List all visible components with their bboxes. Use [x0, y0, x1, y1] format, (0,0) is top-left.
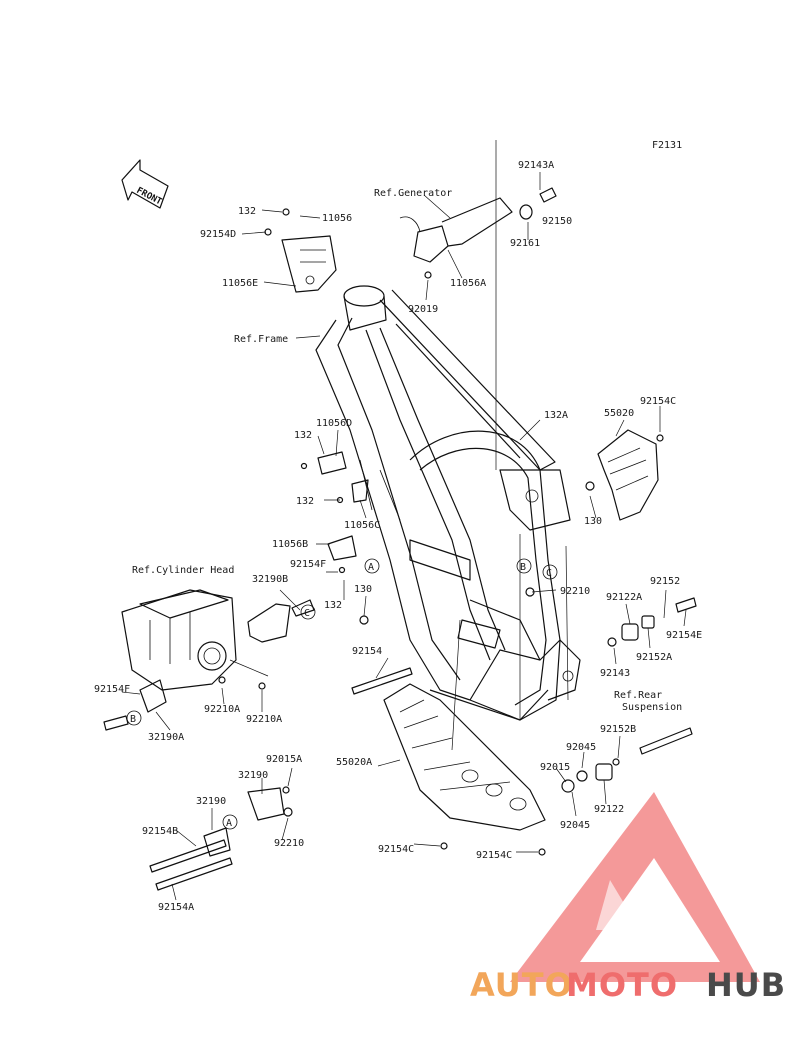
part-label: 92045: [560, 820, 590, 831]
part-label: 92152: [650, 576, 680, 587]
watermark-auto: AUTO: [470, 966, 573, 1004]
part-label: 92154C: [640, 396, 676, 407]
ref-rear-suspension-2: Suspension: [622, 702, 682, 713]
part-label: 92154E: [666, 630, 702, 641]
ref-generator: Ref.Generator: [374, 188, 452, 199]
part-label: 132A: [544, 410, 568, 421]
part-label: 92152A: [636, 652, 672, 663]
part-label: 92015: [540, 762, 570, 773]
part-label: 92122: [594, 804, 624, 815]
part-label: 32190: [238, 770, 268, 781]
part-label: 92154A: [158, 902, 194, 913]
callout-a-1: A: [368, 562, 374, 573]
part-label: 130: [354, 584, 372, 595]
frame-body: [315, 285, 581, 721]
part-label: 92154: [352, 646, 382, 657]
ref-cylinder-head: Ref.Cylinder Head: [132, 565, 234, 576]
part-label: 92143: [600, 668, 630, 679]
engine-mount-32190A: [103, 679, 167, 731]
callout-a-2: A: [226, 818, 232, 829]
automotohub-watermark: AUTO MOTO HUB: [470, 792, 786, 1004]
part-label: 92122A: [606, 592, 642, 603]
part-label: 92045: [566, 742, 596, 753]
ref-frame: Ref.Frame: [234, 334, 288, 345]
generator-bracket-11056A: [399, 187, 557, 279]
part-label: 32190: [196, 796, 226, 807]
figure-code: F2131: [652, 140, 682, 151]
part-label: 55020A: [336, 757, 372, 768]
part-label: 11056A: [450, 278, 486, 289]
part-label: 92210: [560, 586, 590, 597]
watermark-moto: MOTO: [566, 966, 678, 1004]
callout-b-1: B: [520, 562, 526, 573]
part-label: 92143A: [518, 160, 554, 171]
part-label: 11056E: [222, 278, 258, 289]
part-label: 11056: [322, 213, 352, 224]
part-label: 92150: [542, 216, 572, 227]
part-label: 132: [296, 496, 314, 507]
part-label: 132: [238, 206, 256, 217]
part-label: 92154C: [378, 844, 414, 855]
part-labels: 132 11056 92154D 11056E 92143A 92150 921…: [94, 160, 702, 913]
upper-bracket-11056: [264, 208, 337, 293]
callout-c-1: C: [546, 568, 552, 579]
callout-b-2: B: [130, 714, 136, 725]
leader-lines: [121, 140, 687, 901]
part-label: 32190B: [252, 574, 288, 585]
watermark-hub: HUB: [706, 966, 786, 1004]
engine-mount-32190B: [247, 599, 315, 643]
lower-engine-mount: [149, 786, 293, 891]
chain-guide-55020: [585, 429, 664, 521]
small-brackets: [300, 451, 369, 574]
part-label: 92019: [408, 304, 438, 315]
part-label: 92015A: [266, 754, 302, 765]
part-label: 11056B: [272, 539, 308, 550]
front-label: FRONT: [135, 186, 164, 208]
part-label: 92154D: [200, 229, 236, 240]
ref-rear-suspension-1: Ref.Rear: [614, 690, 662, 701]
part-label: 92152B: [600, 724, 636, 735]
part-label: 55020: [604, 408, 634, 419]
part-label: 92154B: [142, 826, 178, 837]
part-label: 132: [294, 430, 312, 441]
callout-markers: A B C C B A: [126, 558, 558, 830]
part-label: 11056D: [316, 418, 352, 429]
part-label: 92154F: [290, 559, 326, 570]
part-label: 130: [584, 516, 602, 527]
part-label: 92154C: [476, 850, 512, 861]
front-direction-arrow: FRONT: [121, 159, 169, 209]
part-label: 92210A: [246, 714, 282, 725]
part-label: 92210: [274, 838, 304, 849]
part-label: 92154F: [94, 684, 130, 695]
part-label: 92210A: [204, 704, 240, 715]
part-label: 132: [324, 600, 342, 611]
skid-plate-55020A: [383, 683, 546, 856]
part-label: 11056C: [344, 520, 380, 531]
part-label: 92161: [510, 238, 540, 249]
cylinder-head: [121, 589, 266, 691]
part-label: 32190A: [148, 732, 184, 743]
callout-c-2: C: [304, 608, 310, 619]
